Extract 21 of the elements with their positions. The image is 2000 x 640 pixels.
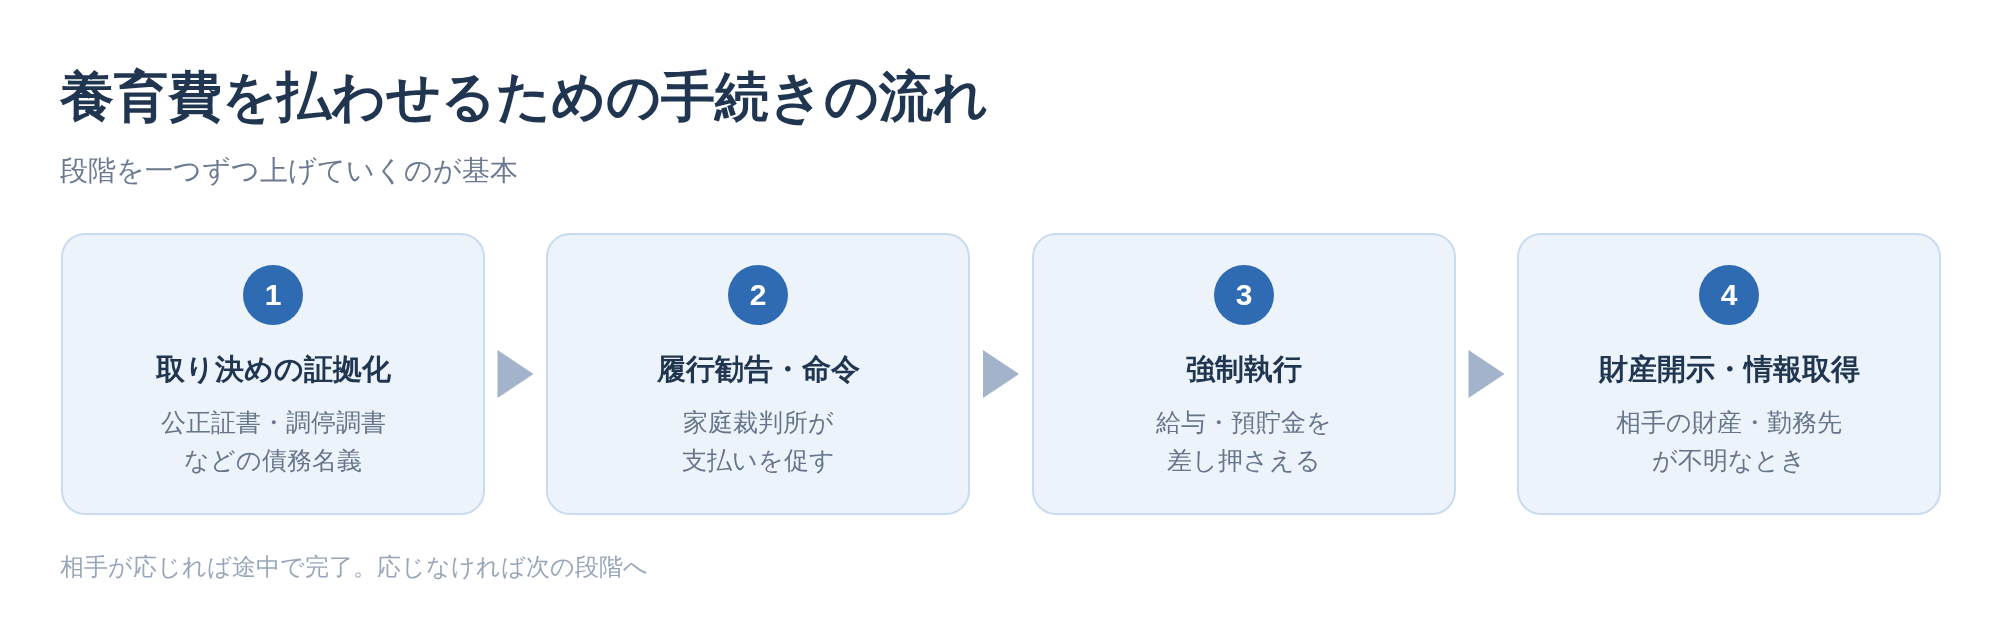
step-description: 相手の財産・勤務先が不明なとき	[1615, 407, 1843, 476]
step-box	[546, 233, 970, 515]
step-heading: 履行勧告・命令	[656, 354, 860, 384]
number-circle: 4	[1699, 265, 1759, 325]
arrow	[983, 350, 1019, 398]
arrow	[1468, 350, 1505, 398]
footnote: 相手が応じれば途中で完了。応じなければ次の段階へ	[60, 555, 648, 579]
step-box	[1032, 233, 1456, 515]
arrow	[497, 350, 534, 398]
number-circle: 1	[243, 265, 303, 325]
step-heading: 財産開示・情報取得	[1598, 354, 1860, 384]
step-description: 家庭裁判所が支払いを促す	[680, 407, 836, 476]
step-box	[1517, 233, 1941, 515]
step-description: 給与・預貯金を差し押さえる	[1155, 407, 1333, 476]
subtitle: 段階を一つずつ上げていくのが基本	[60, 156, 518, 185]
number-circle: 2	[728, 265, 788, 325]
number-circle: 3	[1214, 265, 1274, 325]
step-box	[61, 233, 485, 515]
step-heading: 取り決めの証拠化	[155, 354, 391, 384]
step-description: 公正証書・調停調書などの債務名義	[159, 407, 387, 476]
step-heading: 強制執行	[1186, 354, 1302, 384]
